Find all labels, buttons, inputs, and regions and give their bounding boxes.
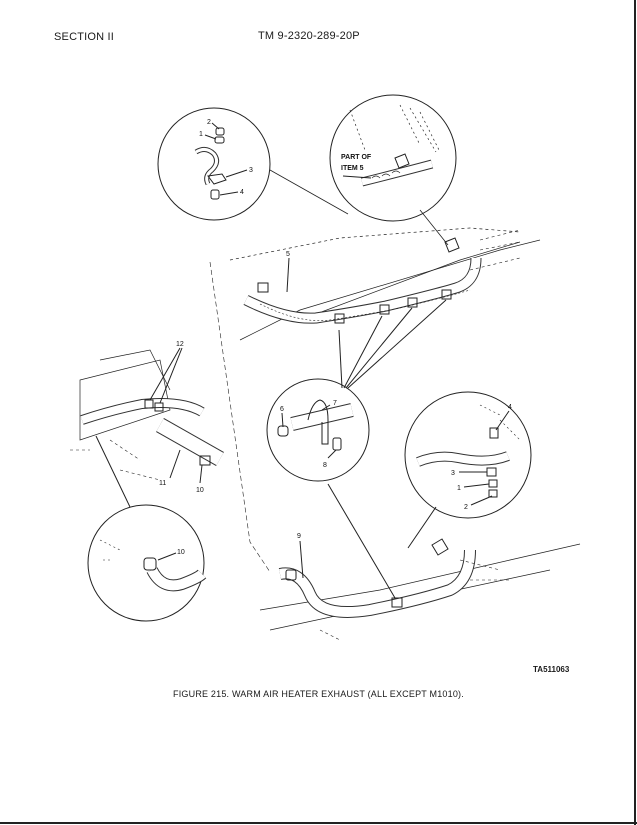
callout-top-left-2: 2	[207, 119, 211, 126]
callout-left-11: 11	[159, 480, 166, 487]
bottom-border	[0, 822, 637, 824]
callout-left-10: 10	[196, 487, 204, 494]
callout-center-6: 6	[280, 406, 284, 413]
callout-top-left-4: 4	[240, 189, 244, 196]
technical-manual-number: TM 9-2320-289-20P	[258, 30, 360, 42]
detail-circle-lower-left	[87, 504, 205, 622]
detail-circle-right	[404, 391, 532, 519]
callout-top-left-3: 3	[249, 167, 253, 174]
detail-circle-top-left	[157, 107, 271, 221]
callout-right-3: 3	[451, 470, 455, 477]
section-heading: SECTION II	[54, 31, 115, 43]
callout-center-7: 7	[333, 400, 337, 407]
callout-right-1: 1	[457, 485, 461, 492]
callout-top-right-item: ITEM 5	[341, 165, 364, 172]
callout-center-8: 8	[323, 462, 327, 469]
right-border	[634, 0, 636, 825]
callout-right-2: 2	[464, 504, 468, 511]
detail-circle-center	[266, 378, 370, 482]
callout-bottom-9: 9	[297, 533, 301, 540]
detail-circle-top-right	[329, 94, 457, 222]
callout-top-left-1: 1	[199, 131, 203, 138]
callout-lower-left-10: 10	[177, 549, 185, 556]
figure-caption: FIGURE 215. WARM AIR HEATER EXHAUST (ALL…	[173, 689, 464, 699]
callout-right-4: 4	[508, 404, 512, 411]
figure-id: TA511063	[533, 665, 570, 674]
callout-main-5: 5	[286, 251, 290, 258]
callout-top-right-part-of: PART OF	[341, 154, 372, 161]
callout-left-12: 12	[176, 341, 184, 348]
